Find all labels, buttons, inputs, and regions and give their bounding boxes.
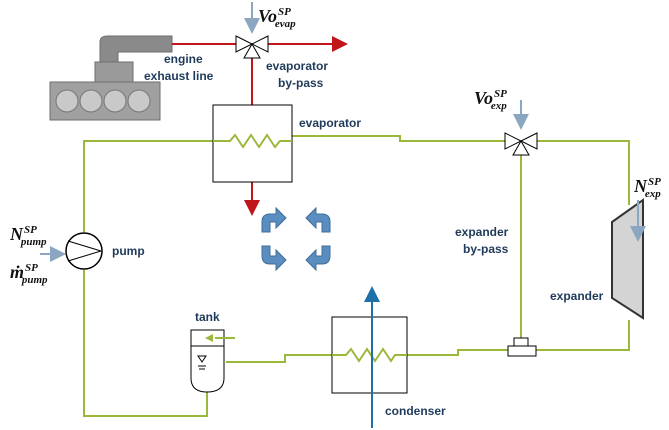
- evaporator-bypass-valve-icon: [235, 35, 269, 59]
- pump-icon: [65, 232, 103, 270]
- engine-icon: [49, 35, 173, 121]
- tee-junction-icon: [507, 337, 537, 357]
- working-fluid-loop: [83, 135, 630, 417]
- tank-label: tank: [195, 310, 220, 324]
- expander-label: expander: [550, 289, 604, 303]
- expander-bypass-label-1: expander: [455, 225, 509, 239]
- evaporator-bypass-label-2: by-pass: [278, 76, 324, 90]
- cycle-arrows-icon: [261, 206, 331, 272]
- expander-bypass-label-2: by-pass: [463, 242, 509, 256]
- engine-label: engine: [164, 52, 203, 66]
- evaporator-bypass-label-1: evaporator: [266, 59, 328, 73]
- condenser-label: condenser: [385, 404, 446, 418]
- evaporator-label: evaporator: [299, 116, 361, 130]
- tank-icon: [190, 329, 235, 393]
- exhaust-line-label: exhaust line: [144, 69, 214, 83]
- evaporator-box: [212, 104, 293, 183]
- pump-label: pump: [112, 244, 145, 258]
- evaporator-coil: [213, 133, 292, 149]
- expander-bypass-valve-icon: [504, 132, 538, 156]
- exhaust-gas-line: [172, 36, 348, 216]
